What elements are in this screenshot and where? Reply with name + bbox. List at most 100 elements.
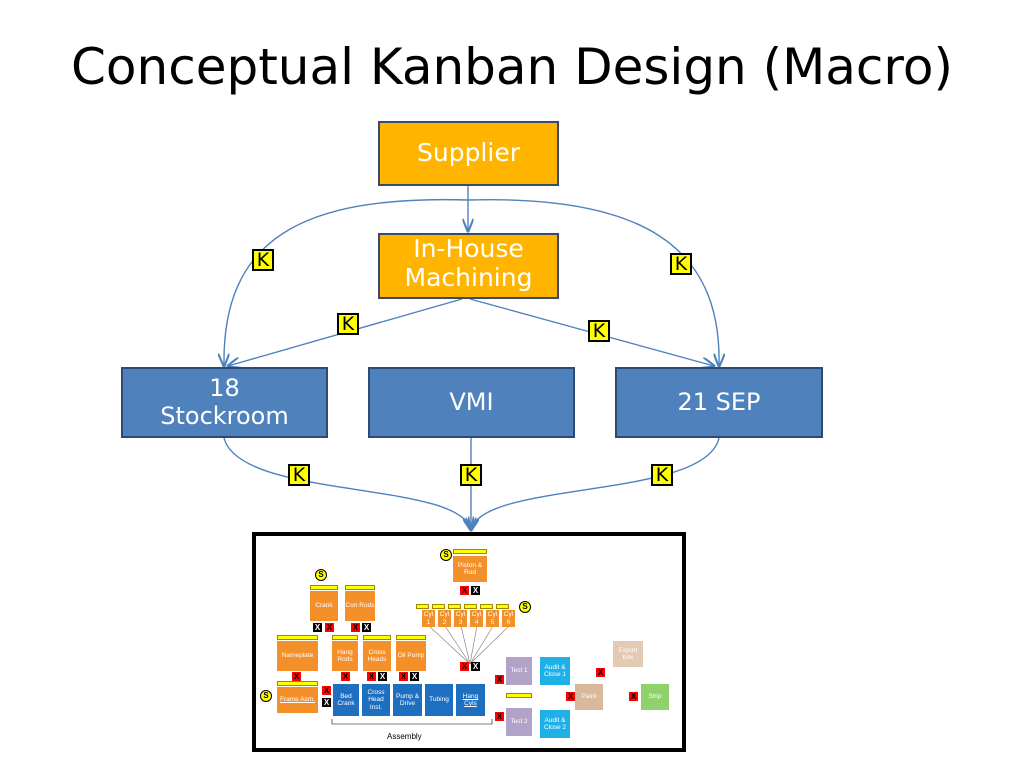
kanban-post-red: X <box>460 662 469 671</box>
audit-close1-station: Audit & Close 1 <box>540 657 570 685</box>
con-rods-label: Con Rods <box>345 602 375 610</box>
supplier-label: Supplier <box>416 138 520 168</box>
pump-drive-station: Pump & Drive <box>393 684 422 716</box>
layout-connector-lines <box>331 625 510 725</box>
audit-close2-station: Audit & Close 2 <box>540 710 570 738</box>
audit-close2-label: Audit & Close 2 <box>543 716 567 731</box>
kanban-slot <box>480 604 493 609</box>
supermarket-icon: S <box>440 549 452 561</box>
hang-rods-station: Hang Rods <box>332 641 358 671</box>
kanban-post-black: X <box>378 672 387 681</box>
con-rods-station: Con Rods <box>345 591 375 621</box>
cyl-label: Cyl 2 <box>439 611 450 626</box>
assembly-label: Assembly <box>387 732 422 741</box>
kanban-card-icon: K <box>588 320 610 342</box>
kanban-slot <box>277 681 318 686</box>
kanban-slot <box>310 585 338 590</box>
paint-label: Paint <box>581 693 597 701</box>
bed-crank-label: Bed Crank <box>337 692 355 707</box>
kanban-slot <box>332 635 358 640</box>
piston-rod-station: Piston & Rod <box>453 556 487 582</box>
kanban-card-icon: K <box>252 249 274 271</box>
bed-crank-station: Bed Crank <box>333 684 359 716</box>
cyl-label: Cyl 1 <box>423 611 434 626</box>
arrow-supplier-stockroom <box>224 198 469 366</box>
oil-pump-station: Oil Pump <box>396 641 426 671</box>
ship-station: Ship <box>641 684 669 710</box>
cyl-station: Cyl 1 <box>422 610 435 627</box>
cyl-station: Cyl 2 <box>438 610 451 627</box>
tubing-label: Tubing <box>429 696 449 704</box>
cyl-label: Cyl 3 <box>455 611 466 626</box>
supplier-box: Supplier <box>378 121 559 186</box>
frame-asm-label: Frame Asm. <box>279 696 316 704</box>
cyl-label: Cyl 6 <box>503 611 514 626</box>
hang-rods-label: Hang Rods <box>337 648 353 663</box>
kanban-post-black: X <box>471 586 480 595</box>
supermarket-icon: S <box>315 569 327 581</box>
arrow-supplier-sep <box>467 198 719 366</box>
kanban-slot <box>496 604 509 609</box>
cyl-label: Cyl 4 <box>471 611 482 626</box>
plant-layout-diagram: S Piston & Rod X X S Cyl 1 Cyl 2 Cyl 3 C… <box>252 532 686 752</box>
kanban-post-red: X <box>460 586 469 595</box>
kanban-card-icon: K <box>337 313 359 335</box>
supermarket-icon: S <box>519 601 531 613</box>
test1-station: Test 1 <box>506 657 532 685</box>
kanban-card-icon: K <box>670 253 692 275</box>
kanban-post-red: X <box>566 692 575 701</box>
hang-cyls-label: Hang Cyls <box>462 692 479 707</box>
cyl-station: Cyl 3 <box>454 610 467 627</box>
kanban-slot <box>464 604 477 609</box>
piston-rod-label: Piston & Rod <box>457 561 483 576</box>
test2-label: Test 2 <box>510 718 528 726</box>
kanban-post-black: X <box>410 672 419 681</box>
inhouse-machining-label: In-House Machining <box>404 234 533 292</box>
kanban-post-black: X <box>362 623 371 632</box>
cross-heads-station: Cross Heads <box>363 641 391 671</box>
kanban-card-icon: K <box>651 464 673 486</box>
kanban-slot <box>277 635 318 640</box>
cross-head-inst-label: Cross Head Inst. <box>367 689 385 711</box>
cyl-label: Cyl 5 <box>487 611 498 626</box>
crank-station: Crank <box>310 591 338 621</box>
kanban-post-red: X <box>367 672 376 681</box>
stockroom-box: 18 Stockroom <box>121 367 328 438</box>
kanban-post-red: X <box>399 672 408 681</box>
kanban-post-red: X <box>292 672 301 681</box>
kanban-slot <box>506 693 532 698</box>
kanban-post-red: X <box>495 712 504 721</box>
kanban-post-red: X <box>629 692 638 701</box>
test1-label: Test 1 <box>510 667 528 675</box>
nameplate-label: Nameplate <box>281 652 314 660</box>
kanban-slot <box>432 604 445 609</box>
pump-drive-label: Pump & Drive <box>395 692 420 707</box>
cyl-station: Cyl 4 <box>470 610 483 627</box>
hang-cyls-station: Hang Cyls <box>456 684 485 716</box>
kanban-post-red: X <box>325 623 334 632</box>
oil-pump-label: Oil Pump <box>397 652 425 660</box>
page-title: Conceptual Kanban Design (Macro) <box>71 38 953 96</box>
export-box-station: Export box <box>613 641 643 667</box>
kanban-post-red: X <box>341 672 350 681</box>
arrow-stockroom-plant <box>223 437 471 530</box>
nameplate-station: Nameplate <box>277 641 318 671</box>
kanban-post-black: X <box>322 698 331 707</box>
cross-heads-label: Cross Heads <box>367 648 387 663</box>
arrow-sep-plant <box>471 437 720 530</box>
kanban-slot <box>345 585 375 590</box>
inhouse-machining-box: In-House Machining <box>378 233 559 299</box>
stockroom-label: 18 Stockroom <box>160 373 289 430</box>
kanban-slot <box>416 604 429 609</box>
kanban-slot <box>453 549 487 554</box>
kanban-post-red: X <box>495 675 504 684</box>
cyl-station: Cyl 5 <box>486 610 499 627</box>
supermarket-icon: S <box>260 690 272 702</box>
tubing-station: Tubing <box>425 684 453 716</box>
audit-close1-label: Audit & Close 1 <box>543 663 567 678</box>
kanban-slot <box>363 635 391 640</box>
cyl-station: Cyl 6 <box>502 610 515 627</box>
sep-label: 21 SEP <box>677 387 761 416</box>
kanban-card-icon: K <box>460 464 482 486</box>
kanban-slot <box>396 635 426 640</box>
